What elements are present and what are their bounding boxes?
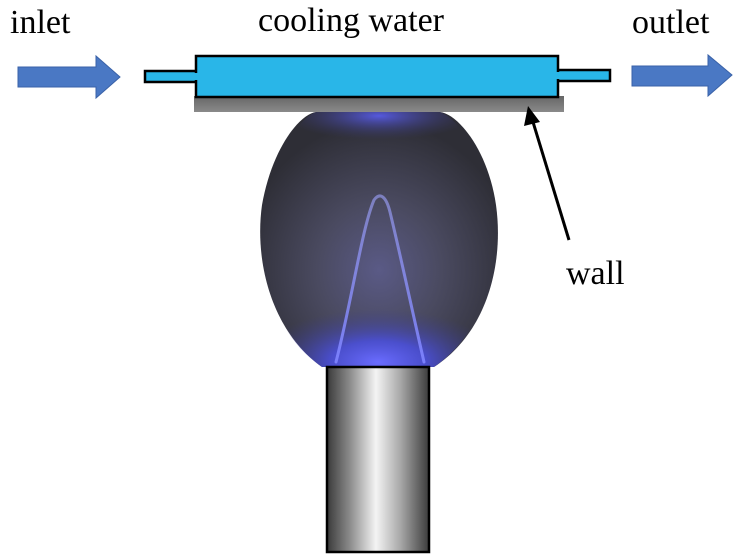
flame-glow-top <box>284 112 474 160</box>
outlet-label: outlet <box>632 4 710 41</box>
wall-pointer-arrow-icon <box>524 106 571 241</box>
outlet-pipe <box>554 68 612 83</box>
cooling-water-channel <box>143 54 612 99</box>
inlet-label: inlet <box>10 4 71 41</box>
burner-tube <box>325 365 431 554</box>
inlet-arrow-icon <box>17 54 121 100</box>
wall-label: wall <box>566 255 625 292</box>
flame <box>260 112 498 367</box>
water-channel <box>194 54 560 99</box>
wall-plate <box>194 96 564 112</box>
cooling-water-label: cooling water <box>258 2 444 39</box>
outlet-arrow-icon <box>631 53 733 98</box>
flame-glow-bottom <box>268 270 488 367</box>
flame-inner-cone <box>334 194 426 364</box>
inlet-pipe <box>143 69 199 84</box>
